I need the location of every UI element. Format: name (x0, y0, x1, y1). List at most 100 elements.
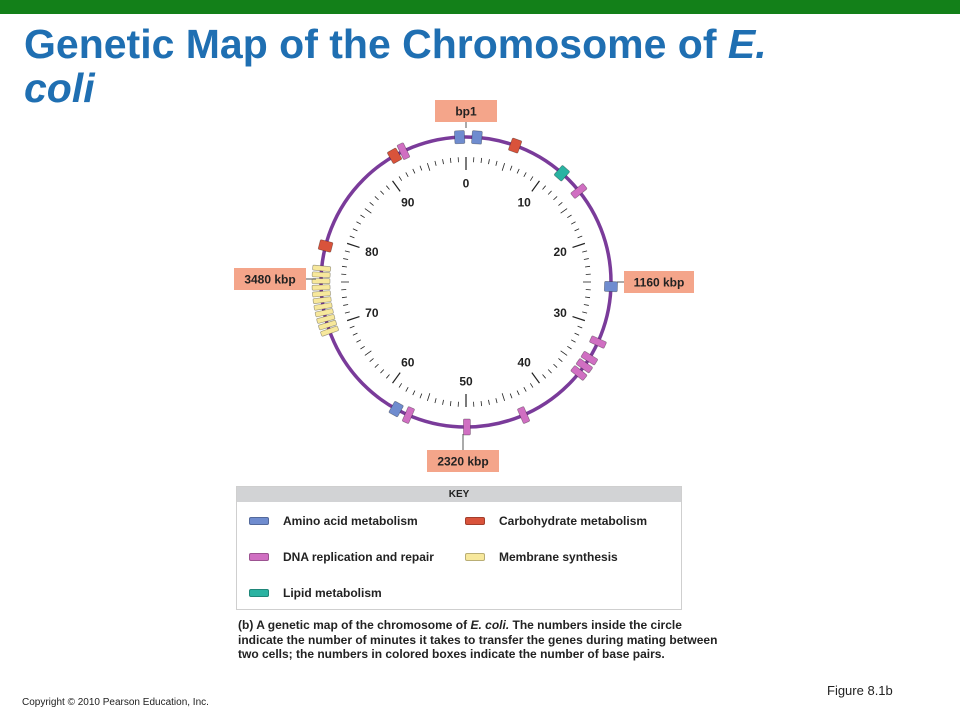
caption-italic: E. coli. (470, 618, 510, 632)
tick-mark (341, 265, 347, 268)
tick-mark (442, 399, 444, 405)
lipid-swatch (249, 589, 269, 597)
tick-mark (582, 250, 588, 253)
bp-box (624, 271, 694, 293)
tick-mark (574, 332, 580, 336)
carb-gene-marker (508, 137, 523, 154)
tick-mark (488, 159, 490, 165)
membrane-gene-marker (316, 314, 336, 324)
bp-label: bp1 (455, 105, 477, 119)
tick-mark (558, 202, 563, 206)
tick-mark (412, 390, 416, 396)
membrane-gene-marker (311, 284, 331, 291)
tick-mark (547, 369, 552, 374)
tick-mark (349, 235, 355, 239)
membrane-gene-marker (312, 264, 332, 272)
tick-mark (426, 162, 431, 171)
tick-mark (523, 172, 527, 178)
minute-label: 50 (459, 375, 473, 389)
bp-label: 2320 kbp (437, 455, 488, 469)
dna-gene-marker (463, 418, 471, 436)
membrane-gene-marker (314, 308, 334, 318)
key-item-amino: Amino acid metabolism (249, 514, 418, 528)
tick-mark (434, 398, 437, 404)
tick-mark (509, 165, 513, 171)
key-legend: KEY Amino acid metabolism Carbohydrate m… (236, 486, 682, 610)
dna-gene-marker (517, 406, 530, 424)
tick-mark (501, 393, 506, 402)
dna-gene-marker (402, 406, 415, 424)
tick-mark (585, 296, 591, 299)
tick-mark (343, 258, 349, 260)
caption-part2: The numbers inside the circle indicate t… (238, 618, 718, 661)
tick-mark (488, 399, 490, 405)
tick-mark (531, 372, 540, 384)
key-label-membrane: Membrane synthesis (499, 550, 618, 564)
tick-mark (449, 157, 452, 163)
dna-gene-marker (570, 183, 588, 199)
tick-mark (349, 325, 355, 329)
amino-gene-marker (603, 281, 618, 293)
tick-mark (419, 165, 423, 171)
amino-swatch (249, 517, 269, 525)
key-item-lipid: Lipid metabolism (249, 586, 382, 600)
tick-mark (501, 162, 506, 171)
dna-gene-marker (396, 142, 410, 160)
tick-mark (480, 401, 483, 407)
tick-mark (380, 369, 385, 374)
tick-mark (352, 228, 358, 232)
tick-mark (374, 363, 379, 368)
tick-mark (341, 296, 347, 299)
title-main: Genetic Map of the Chromosome of (24, 21, 728, 67)
tick-mark (386, 185, 390, 190)
tick-mark (392, 372, 401, 384)
key-label-dna: DNA replication and repair (283, 550, 434, 564)
amino-gene-marker (454, 130, 466, 145)
tick-mark (392, 180, 401, 192)
minute-label: 0 (463, 177, 470, 191)
tick-mark (577, 325, 583, 329)
tick-mark (360, 345, 365, 350)
tick-mark (419, 393, 423, 399)
tick-mark (480, 157, 483, 163)
carb-gene-marker (387, 147, 403, 164)
tick-mark (369, 202, 374, 206)
tick-mark (449, 401, 452, 407)
bp-box (234, 268, 306, 290)
tick-mark (567, 214, 572, 219)
amino-gene-marker (388, 401, 404, 418)
tick-mark (529, 176, 534, 181)
tick-mark (405, 172, 409, 178)
minute-label: 60 (401, 356, 415, 370)
tick-mark (529, 383, 534, 388)
tick-mark (369, 358, 374, 362)
dna-gene-marker (589, 335, 607, 349)
minute-label: 30 (553, 306, 567, 320)
tick-mark (344, 311, 350, 314)
tick-mark (583, 258, 589, 260)
minute-label: 70 (365, 306, 379, 320)
tick-mark (364, 350, 372, 356)
gene-markers (311, 130, 618, 436)
tick-mark (558, 358, 563, 362)
tick-mark (560, 350, 568, 356)
membrane-gene-marker (313, 302, 333, 311)
figure-caption: (b) A genetic map of the chromosome of E… (238, 618, 728, 662)
tick-mark (553, 196, 558, 201)
tick-mark (583, 304, 589, 306)
caption-part1: A genetic map of the chromosome of (256, 618, 471, 632)
minute-label: 10 (518, 195, 532, 209)
top-green-bar (0, 0, 960, 14)
key-header: KEY (237, 487, 681, 502)
tick-mark (343, 304, 349, 306)
tick-mark (398, 383, 403, 388)
minute-label: 80 (365, 245, 379, 259)
tick-mark (553, 363, 558, 368)
carb-gene-marker (317, 239, 334, 253)
tick-mark (360, 214, 365, 219)
tick-mark (509, 393, 513, 399)
tick-mark (560, 208, 568, 214)
minute-label: 90 (401, 195, 415, 209)
bp-box (427, 450, 499, 472)
